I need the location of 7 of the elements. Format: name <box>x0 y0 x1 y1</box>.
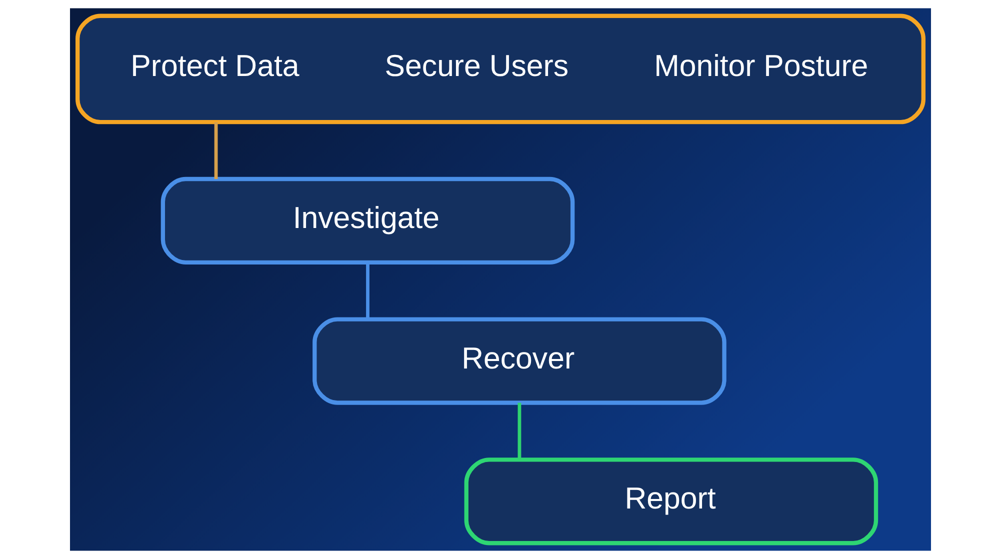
connector <box>517 402 521 460</box>
connector <box>214 122 218 179</box>
node-box: Report <box>464 458 878 546</box>
connector <box>366 262 369 320</box>
node-box: Recover <box>312 317 726 405</box>
node-box: Protect Data Secure Users Monitor Posture <box>75 14 925 124</box>
node-box: Investigate <box>160 176 574 265</box>
